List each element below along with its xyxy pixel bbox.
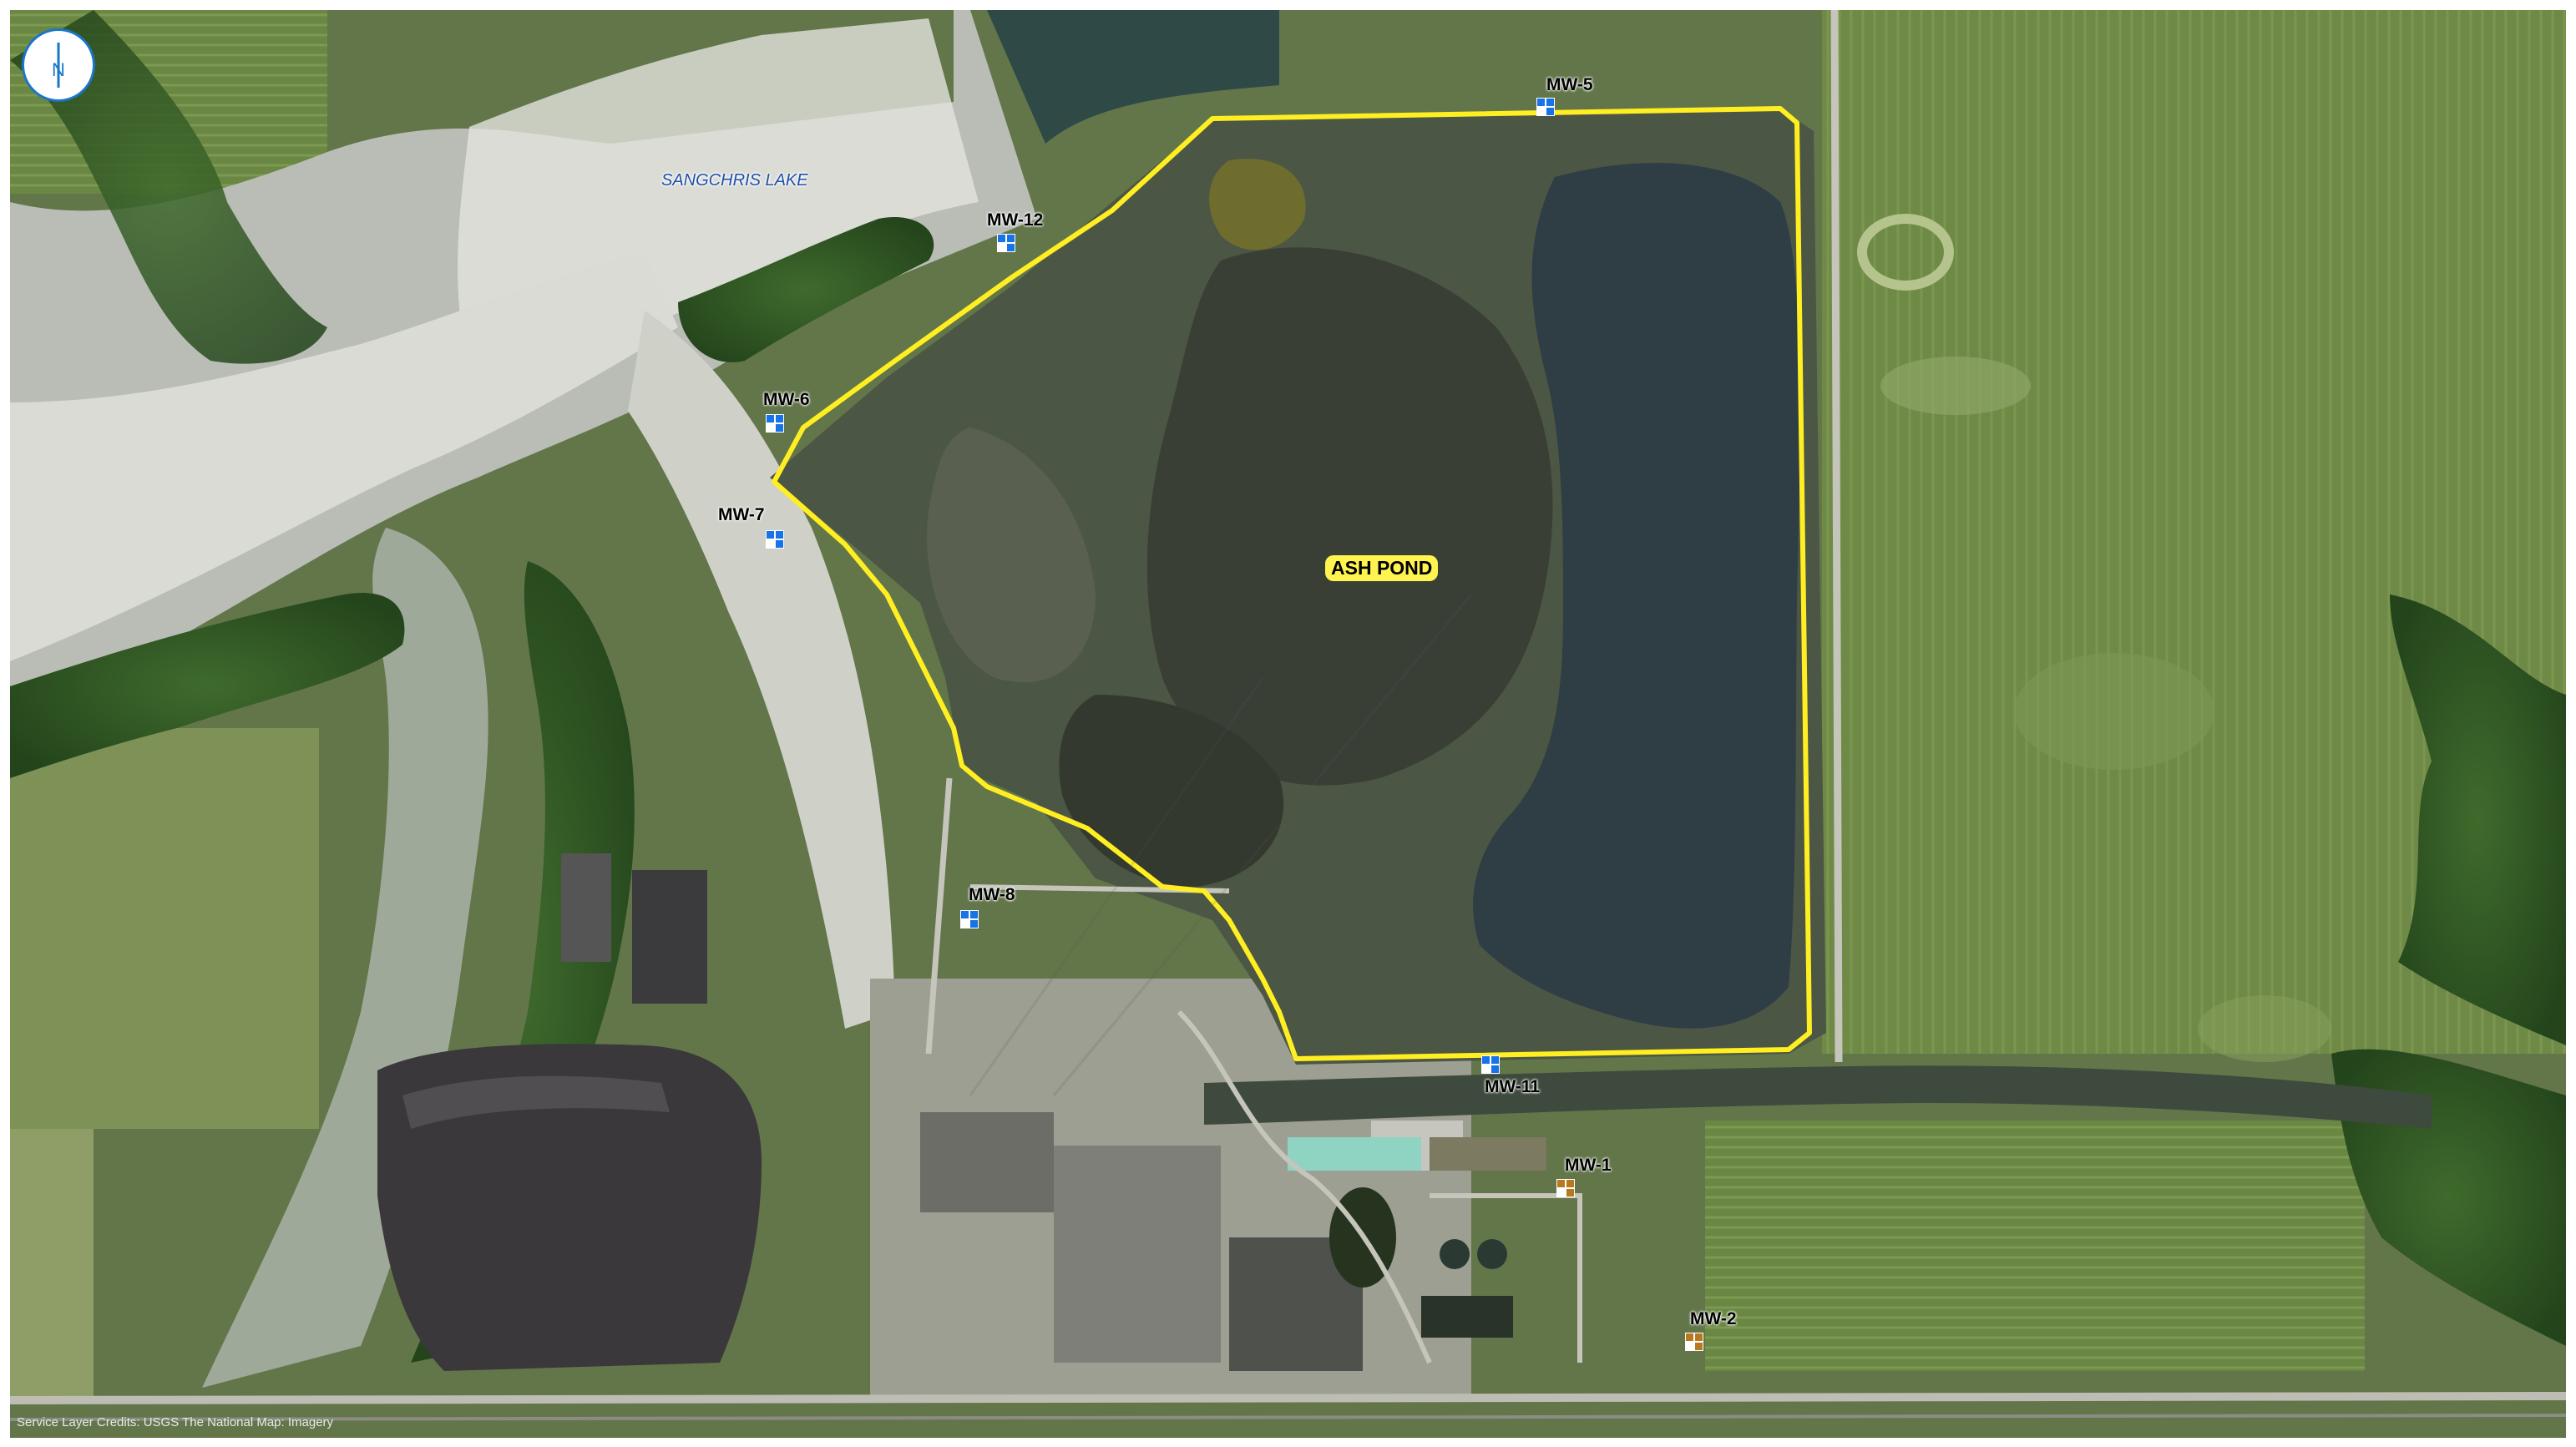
well-marker-mw-12[interactable] [997,234,1015,256]
ash-pond-label: ASH POND [1325,555,1439,581]
svg-text:N: N [52,59,65,80]
well-label-mw-5: MW-5 [1546,75,1593,94]
well-label-mw-12: MW-12 [987,210,1044,230]
aerial-imagery[interactable] [10,10,2566,1438]
well-marker-mw-2[interactable] [1685,1333,1703,1355]
well-label-mw-7: MW-7 [718,505,765,524]
well-marker-mw-8[interactable] [960,910,979,933]
ash-pond-water [1473,163,1800,1029]
monitoring-well-icon [1481,1055,1500,1074]
well-label-mw-1: MW-1 [1565,1156,1612,1175]
monitoring-well-icon [997,234,1015,252]
ash-basin-south [377,1044,762,1371]
monitoring-well-icon [766,530,784,549]
service-layer-credits: Service Layer Credits: USGS The National… [17,1415,334,1429]
background-well-icon [1685,1333,1703,1351]
well-label-mw-6: MW-6 [763,390,810,409]
well-marker-mw-5[interactable] [1536,98,1555,120]
well-marker-mw-1[interactable] [1556,1179,1575,1202]
monitoring-well-icon [960,910,979,928]
well-marker-mw-6[interactable] [766,414,784,437]
map-frame[interactable]: N SANGCHRIS LAKE ASH POND MW-5 MW-12 MW- [10,10,2566,1438]
north-arrow-icon: N [22,28,95,102]
monitoring-well-icon [1536,98,1555,116]
lake-label: SANGCHRIS LAKE [661,171,808,190]
discharge-canal [1204,1065,2432,1129]
monitoring-well-icon [766,414,784,433]
background-well-icon [1556,1179,1575,1197]
well-label-mw-2: MW-2 [1690,1309,1737,1328]
well-marker-mw-11[interactable] [1481,1055,1500,1078]
well-marker-mw-7[interactable] [766,530,784,553]
well-label-mw-8: MW-8 [969,885,1015,904]
well-label-mw-11: MW-11 [1485,1077,1541,1096]
field-west [10,728,319,1129]
field-south-east [1705,1121,2365,1371]
ash-pond-boundary [772,106,1812,1061]
